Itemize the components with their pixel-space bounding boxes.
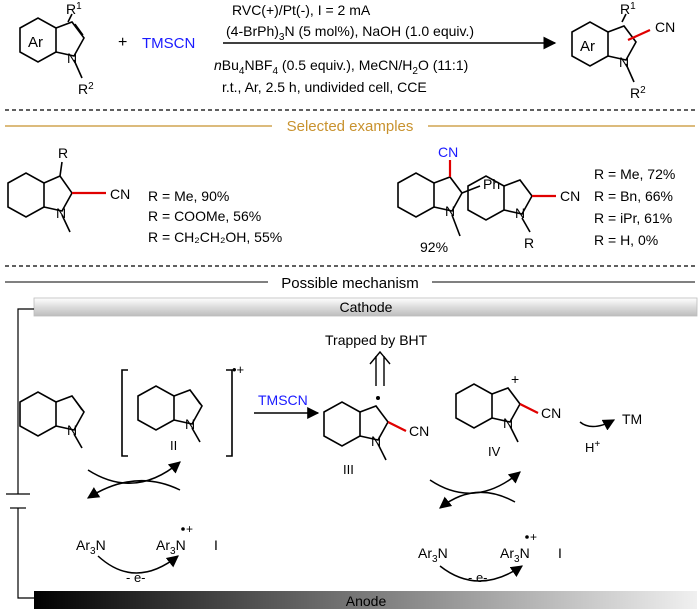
right-electron-label: - e- <box>468 570 488 585</box>
right-radical-plus: + <box>530 530 537 544</box>
mech-arrow-tm <box>579 419 616 431</box>
tmscn-reagent: TMSCN <box>142 35 195 52</box>
radical-cation-mark: •+ <box>232 362 244 377</box>
left-radical-plus: + <box>186 522 193 536</box>
left-ar3n: Ar3N <box>76 537 106 557</box>
example-2-yield: 92% <box>420 239 448 255</box>
right-label-I: I <box>558 545 562 561</box>
cathode-label: Cathode <box>340 299 393 315</box>
mech-II-n: N <box>185 416 195 432</box>
mech-radical-cation-II <box>121 369 233 457</box>
product-ar-label: Ar <box>580 38 595 55</box>
mech-III-n: N <box>371 433 381 449</box>
product-r2-label: R2 <box>630 85 646 101</box>
substrate-indole <box>19 13 85 79</box>
cation-mark: + <box>511 371 519 387</box>
right-cycle-arrow-top <box>429 471 521 494</box>
anode-electrode <box>34 591 697 609</box>
mech-IV-cn-bond <box>519 403 539 414</box>
mechanism-header: Possible mechanism <box>281 275 419 292</box>
product-indole <box>571 13 637 83</box>
example-3-r-label: R <box>524 235 534 251</box>
mech-indole <box>19 391 85 449</box>
left-ar3n-radical: Ar3N <box>156 537 186 557</box>
example-3-yield-3: R = iPr, 61% <box>594 210 672 226</box>
ar-label: Ar <box>28 34 43 51</box>
example-2-structure <box>397 172 481 237</box>
example-3-yield-2: R = Bn, 66% <box>594 188 673 204</box>
trapped-arrow <box>369 350 391 386</box>
label-II: II <box>170 438 177 453</box>
proton-label: H+ <box>585 439 600 455</box>
mech-tmscn: TMSCN <box>258 392 308 408</box>
mech-indole-n: N <box>67 422 77 438</box>
example-2-ph-label: Ph <box>483 176 500 192</box>
r2-label: R2 <box>78 81 94 97</box>
examples-header: Selected examples <box>287 118 414 135</box>
example-2-cn-label: CN <box>438 144 458 160</box>
left-label-I: I <box>214 537 218 553</box>
example-1-yield-3: R = CH₂CH₂OH, 55% <box>148 229 282 245</box>
conditions-line-1: RVC(+)/Pt(-), I = 2 mA <box>232 2 371 18</box>
example-3-yield-4: R = H, 0% <box>594 232 658 248</box>
mech-cation-IV <box>455 383 521 443</box>
right-ar3n-radical: Ar3N <box>500 545 530 565</box>
example-1-cn-label: CN <box>110 186 130 202</box>
r1-label: R1 <box>66 1 82 17</box>
example-3-cn-label: CN <box>560 188 580 204</box>
example-1-r-label: R <box>58 145 68 161</box>
label-IV: IV <box>488 444 501 459</box>
example-3-structure <box>467 175 533 233</box>
mech-III-cn: CN <box>409 423 429 439</box>
cathode-electrode <box>33 297 698 317</box>
example-1-structure <box>7 161 73 233</box>
right-cycle-arrow-bottom <box>439 565 523 582</box>
example-3-n-label: N <box>515 205 525 221</box>
left-cycle-arrow-top <box>87 461 181 484</box>
mech-radical-III <box>323 401 389 461</box>
product-n-label: N <box>619 54 629 70</box>
mech-IV-cn: CN <box>541 405 561 421</box>
right-cycle-arrow-mid <box>439 491 516 509</box>
circuit-wire <box>6 308 34 599</box>
mech-IV-n: N <box>503 415 513 431</box>
conditions-line-3: nBu4NBF4 (0.5 equiv.), MeCN/H2O (11:1) <box>214 57 468 77</box>
example-3-yield-1: R = Me, 72% <box>594 166 675 182</box>
example-1-yield-2: R = COOMe, 56% <box>148 208 261 224</box>
cn-bond <box>627 28 651 42</box>
radical-dot <box>376 396 380 400</box>
example-2-n-label: N <box>445 203 455 219</box>
left-electron-label: - e- <box>126 570 146 585</box>
left-cycle-arrow-bottom <box>97 555 179 574</box>
label-III: III <box>343 462 354 477</box>
mech-III-cn-bond <box>387 421 407 432</box>
n-label: N <box>67 50 77 66</box>
left-cycle-arrow-mid <box>86 479 181 499</box>
left-radical-dot <box>181 527 185 531</box>
right-ar3n: Ar3N <box>418 545 448 565</box>
tm-label: TM <box>622 411 642 427</box>
trapped-label: Trapped by BHT <box>325 332 428 348</box>
product-cn-label: CN <box>655 19 675 35</box>
example-1-yield-1: R = Me, 90% <box>148 188 229 204</box>
product-r1-label: R1 <box>620 1 636 17</box>
right-radical-dot <box>525 535 529 539</box>
anode-label: Anode <box>346 593 387 609</box>
plus-sign: + <box>118 34 127 51</box>
example-1-n-label: N <box>56 205 66 221</box>
conditions-line-4: r.t., Ar, 2.5 h, undivided cell, CCE <box>222 79 427 95</box>
conditions-line-2: (4-BrPh)3N (5 mol%), NaOH (1.0 equiv.) <box>226 23 474 43</box>
